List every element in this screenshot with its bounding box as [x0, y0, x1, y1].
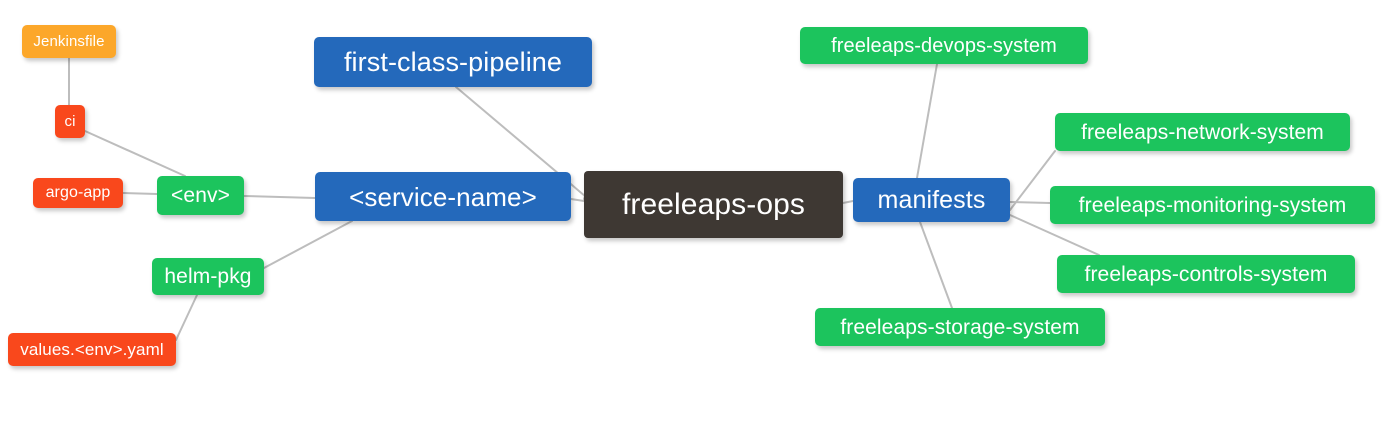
node-freeleaps-devops-system[interactable]: freeleaps-devops-system: [800, 27, 1088, 64]
edge-env-to-argo-app: [122, 192, 158, 195]
edge-manifests-to-freeleaps-network-system: [1009, 150, 1056, 211]
node-values-env-yaml[interactable]: values.<env>.yaml: [8, 333, 176, 366]
node-first-class-pipeline[interactable]: first-class-pipeline: [314, 37, 592, 87]
edge-manifests-to-freeleaps-devops-system: [916, 63, 938, 179]
node-freeleaps-network-system[interactable]: freeleaps-network-system: [1055, 113, 1350, 151]
node-helm-pkg[interactable]: helm-pkg: [152, 258, 264, 295]
node-argo-app[interactable]: argo-app: [33, 178, 123, 208]
edge-service-name-to-helm-pkg: [263, 220, 353, 269]
node-freeleaps-monitoring-system[interactable]: freeleaps-monitoring-system: [1050, 186, 1375, 224]
node-jenkinsfile[interactable]: Jenkinsfile: [22, 25, 116, 58]
edge-manifests-to-freeleaps-storage-system: [919, 221, 953, 309]
node-ci[interactable]: ci: [55, 105, 85, 138]
node-freeleaps-storage-system[interactable]: freeleaps-storage-system: [815, 308, 1105, 346]
node-manifests[interactable]: manifests: [853, 178, 1010, 222]
edge-freeleaps-ops-to-manifests: [842, 200, 854, 204]
edge-env-to-ci: [84, 130, 186, 177]
edge-manifests-to-freeleaps-monitoring-system: [1009, 201, 1051, 204]
edge-helm-pkg-to-values-env-yaml: [175, 294, 198, 341]
node-service-name[interactable]: <service-name>: [315, 172, 571, 221]
node-env[interactable]: <env>: [157, 176, 244, 215]
edge-service-name-to-env: [243, 195, 316, 199]
edge-freeleaps-ops-to-service-name: [570, 198, 585, 202]
node-freeleaps-ops[interactable]: freeleaps-ops: [584, 171, 843, 238]
node-freeleaps-controls-system[interactable]: freeleaps-controls-system: [1057, 255, 1355, 293]
